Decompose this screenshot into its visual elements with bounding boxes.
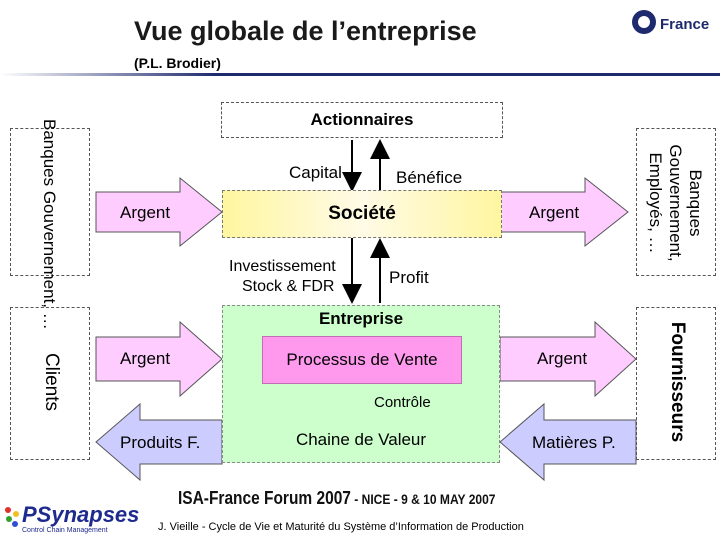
banques-right-box: Banques Gouvernement, Employés, …	[636, 128, 716, 276]
arrow-argent-right-mid	[499, 320, 637, 398]
controle-label: Contrôle	[374, 394, 431, 411]
argent-right-mid-label: Argent	[537, 349, 588, 368]
produits-label: Produits F.	[120, 433, 201, 452]
arrow-argent-left-top	[95, 176, 223, 248]
argent-right-top-label: Argent	[529, 203, 580, 222]
clients-box: Clients	[10, 307, 90, 460]
header-rule	[0, 73, 720, 76]
arrow-matieres	[499, 402, 637, 482]
fournisseurs-label: Fournisseurs	[667, 321, 688, 443]
benefice-label: Bénéfice	[396, 168, 463, 187]
societe-box: Société	[222, 190, 502, 238]
clients-label: Clients	[41, 352, 62, 412]
arrow-argent-left-mid	[95, 320, 223, 398]
actionnaires-box: Actionnaires	[221, 102, 503, 138]
psynapses-dots-icon	[4, 506, 20, 528]
page-title: Vue globale de l’entreprise	[134, 16, 477, 46]
isa-logo-inner	[638, 16, 650, 28]
entreprise-box	[222, 305, 500, 463]
banques-left-box: Banques Gouvernement, …	[10, 119, 90, 330]
forum-place: - NICE - 9 & 10 MAY 2007	[350, 491, 496, 507]
entreprise-label: Entreprise	[318, 309, 404, 328]
page-subtitle: (P.L. Brodier)	[134, 55, 221, 71]
forum-title: ISA-France Forum 2007	[178, 488, 351, 508]
argent-left-mid-label: Argent	[120, 349, 171, 368]
processus-vente-box: Processus de Vente	[262, 336, 462, 384]
psynapses-logo: PSynapses	[22, 502, 140, 527]
fournisseurs-box: Fournisseurs	[636, 307, 716, 460]
arrow-produits	[95, 402, 223, 482]
footer-credit: J. Vieille - Cycle de Vie et Maturité du…	[158, 521, 524, 533]
processus-vente-label: Processus de Vente	[286, 350, 438, 369]
banques-right-label: Banques Gouvernement, Employés, …	[646, 144, 705, 262]
societe-label: Société	[328, 203, 396, 224]
forum-banner: ISA-France Forum 2007 - NICE - 9 & 10 MA…	[178, 488, 495, 509]
chaine-valeur-label: Chaine de Valeur	[295, 430, 427, 449]
stock-label: Stock & FDR	[242, 278, 335, 295]
capital-label: Capital	[289, 163, 342, 182]
investissement-label: Investissement	[229, 258, 336, 275]
profit-label: Profit	[389, 268, 429, 287]
psynapses-subtitle: Control Chain Management	[22, 527, 108, 534]
arrow-argent-right-top	[499, 176, 629, 248]
actionnaires-label: Actionnaires	[310, 110, 414, 129]
matieres-label: Matières P.	[532, 433, 616, 452]
isa-logo-text: France	[660, 16, 710, 33]
banques-left-label: Banques Gouvernement, …	[40, 119, 59, 330]
argent-left-top-label: Argent	[120, 203, 171, 222]
